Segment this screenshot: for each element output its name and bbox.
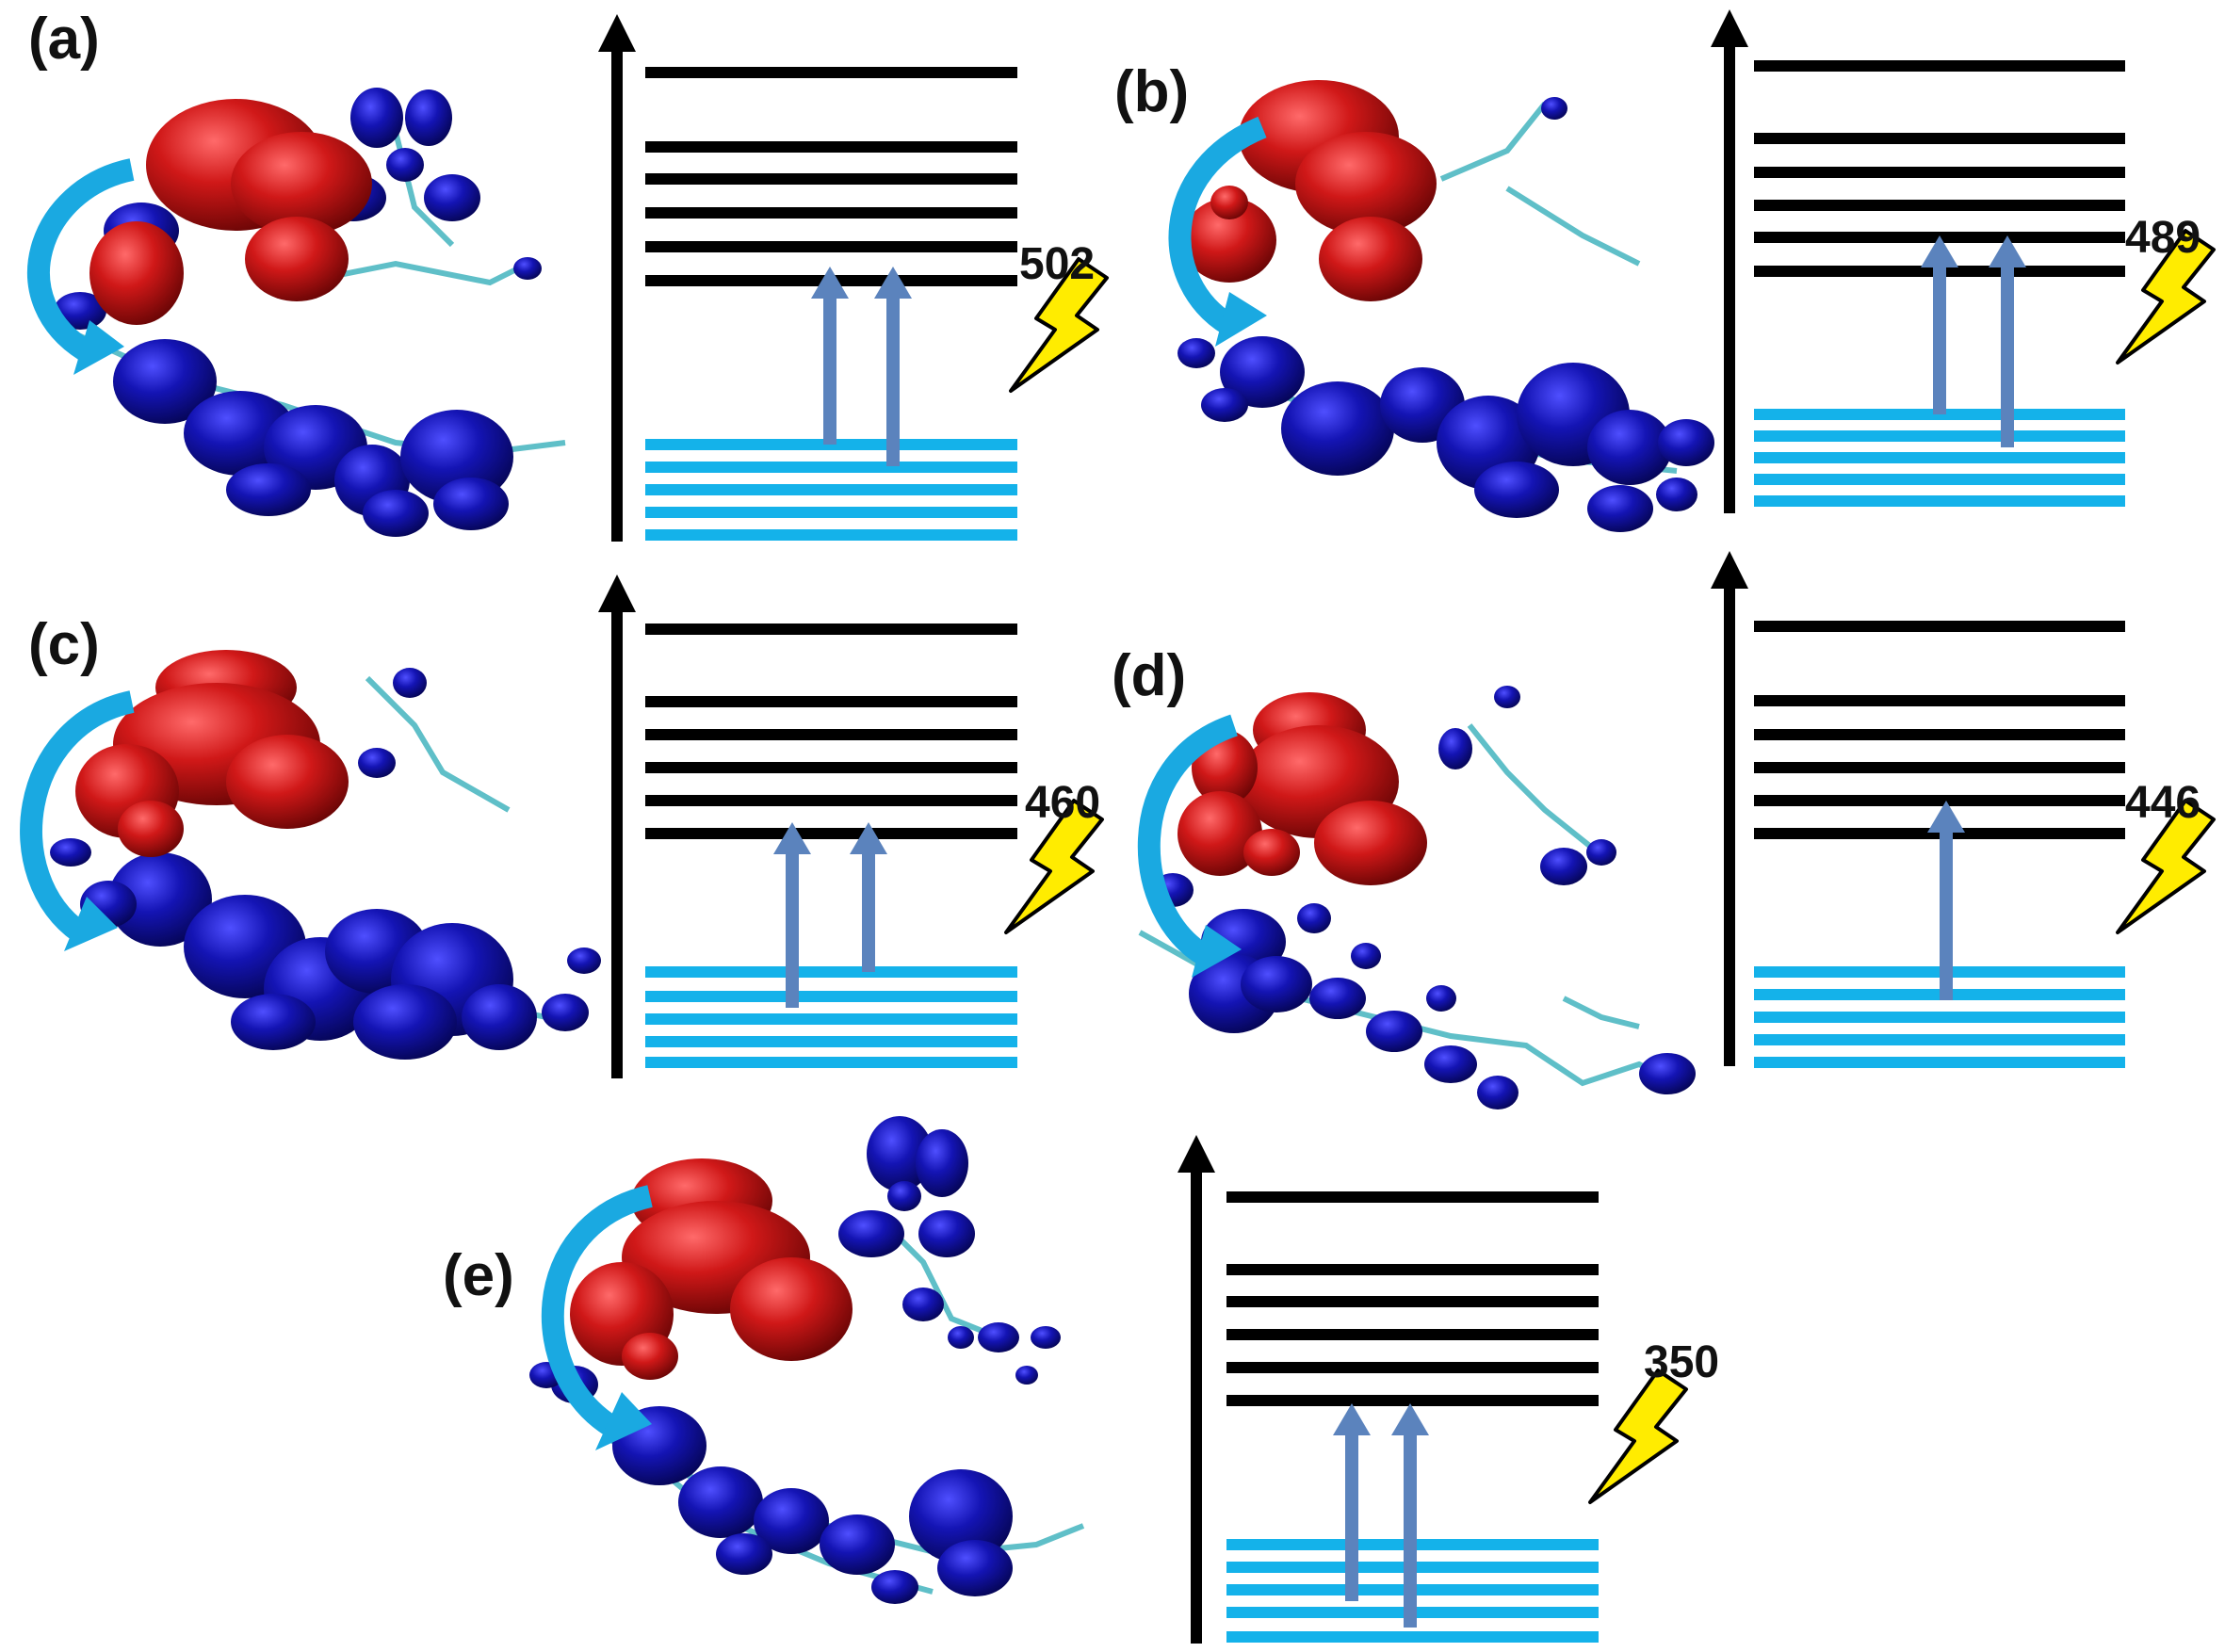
curved-arrow-icon [27,158,135,364]
lightning-bolt-icon [2116,229,2216,364]
panel-label: (c) [28,612,100,677]
molecule-orbital-render [1168,80,1714,532]
energy-level-diagram: 502 [598,14,1109,542]
panel-label: (e) [443,1243,514,1308]
energy-axis-arrowhead [598,575,636,612]
excitation-wavelength: 502 [1019,239,1095,289]
energy-level-diagram: 350 [1177,1135,1719,1644]
curved-arrow-icon [1137,714,1239,966]
curved-arrow-icon [541,1185,654,1437]
excitation-wavelength: 460 [1025,778,1100,828]
molecule-orbital-render [529,1116,1085,1604]
orbital-lobes-red [570,1158,853,1380]
curved-arrow-icon [1168,116,1267,335]
lightning-bolt-icon [1588,1369,1688,1504]
lightning-bolt-icon [1004,799,1104,934]
transition-arrowhead [850,822,887,854]
orbital-lobes-red [89,99,372,325]
transition-arrowhead [773,822,811,854]
orbital-lobes-red [1182,80,1437,301]
transition-arrowhead [1333,1403,1371,1435]
curved-arrow-head [73,320,124,375]
panel-d: (d) [1112,551,2216,1109]
panel-c: (c) [20,575,1104,1078]
panel-b: (b) [1114,9,2216,532]
transition-arrowhead [811,267,849,299]
transition-arrowhead [1391,1403,1429,1435]
orbital-lobes-red [75,650,349,857]
curved-arrow-icon [20,690,135,942]
lightning-bolt-icon [2116,799,2216,934]
curved-arrow-head [64,897,118,951]
transition-arrowhead [1927,801,1965,833]
energy-axis-arrowhead [1711,551,1748,589]
excitation-wavelength: 446 [2125,778,2201,828]
lightning-bolt-icon [1009,257,1109,393]
energy-axis-arrowhead [1711,9,1748,47]
excitation-wavelength: 489 [2125,213,2201,263]
transition-arrowhead [1989,235,2026,267]
curved-arrow-head [595,1392,652,1450]
molecule-orbital-render [20,650,601,1060]
energy-axis-arrowhead [598,14,636,52]
curved-arrow-head [1215,292,1267,347]
orbital-lobes-blue [1177,97,1714,532]
orbital-lobes-blue [529,1116,1061,1604]
panel-e: (e) [443,1116,1719,1644]
excitation-wavelength: 350 [1644,1337,1719,1387]
panel-label: (b) [1114,59,1189,124]
curved-arrow-head [1192,925,1242,978]
panel-label: (a) [28,7,100,72]
molecule-orbital-render [1137,686,1696,1109]
energy-axis-arrowhead [1177,1135,1215,1173]
panel-label: (d) [1112,643,1186,708]
transition-arrowhead [1921,235,1958,267]
energy-level-diagram: 460 [598,575,1104,1078]
transition-arrowhead [874,267,912,299]
panel-a: (a) [27,7,1109,542]
orbital-lobes-blue [1152,686,1696,1109]
energy-level-diagram: 446 [1711,551,2216,1068]
molecule-orbital-render [27,88,566,537]
energy-level-diagram: 489 [1711,9,2216,513]
